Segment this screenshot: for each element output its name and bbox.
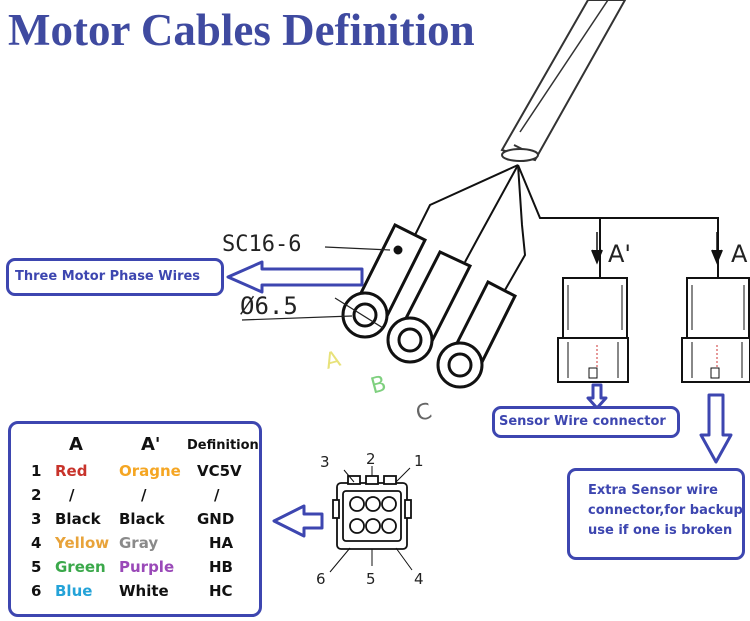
pin-number-2: 2 [366,450,376,468]
header-definition: Definition [187,438,259,453]
row-2-a-prime: / [141,486,147,504]
row-2-definition: / [214,486,220,504]
row-1-a-prime: Oragne [119,462,181,480]
row-6-a-prime: White [119,582,169,600]
extra-sensor-line-2: connector,for backup [588,503,743,518]
row-3-definition: GND [197,510,235,528]
row-2-a: / [69,486,75,504]
row-4-a-prime: Gray [119,534,159,552]
row-5-a: Green [55,558,106,576]
row-1-a: Red [55,462,88,480]
ring-lug-c [436,279,518,389]
sensor-connector-callout: Sensor Wire connector [492,406,680,438]
row-4-a: Yellow [55,534,110,552]
pin-number-1: 1 [414,452,424,470]
row-6-pin: 6 [31,582,42,600]
sensor-connector-arrow [586,383,608,410]
pin-number-6: 6 [316,570,326,588]
row-3-a-prime: Black [119,510,165,528]
extra-sensor-line-1: Extra Sensor wire [588,483,718,498]
lug-spec-label: SC16-6 [222,232,301,257]
pin-number-5: 5 [366,570,376,588]
ring-lug-a [341,222,428,339]
pin-number-3: 3 [320,453,330,471]
connector-face [329,466,413,573]
sensor-a-prime-label: A' [608,240,631,268]
row-4-definition: HA [209,534,234,552]
extra-sensor-line-3: use if one is broken [588,523,733,538]
pin-table-arrow [272,504,324,538]
phase-a-label: A [322,347,343,375]
dimension-lines [241,246,391,329]
extra-sensor-callout: Extra Sensor wire connector,for backup u… [567,468,745,560]
sensor-a-label: A [731,240,748,268]
row-1-pin: 1 [31,462,42,480]
pin-number-4: 4 [414,570,424,588]
sensor-connector-a-prime [557,232,629,383]
row-3-a: Black [55,510,101,528]
row-5-pin: 5 [31,558,42,576]
ring-lug-b [386,250,473,364]
header-a: A [69,434,83,455]
row-6-definition: HC [209,582,233,600]
main-cable [500,0,627,162]
header-a-prime: A' [141,434,161,455]
sensor-connector-a [681,232,750,383]
row-2-pin: 2 [31,486,42,504]
phase-c-label: C [413,399,434,427]
diameter-label: Ø6.5 [240,292,298,320]
row-4-pin: 4 [31,534,42,552]
row-3-pin: 3 [31,510,42,528]
row-1-definition: VC5V [197,462,242,480]
row-5-definition: HB [209,558,233,576]
phase-b-label: B [368,371,389,399]
page-title: Motor Cables Definition [8,5,475,55]
row-6-a: Blue [55,582,93,600]
phase-wires-callout: Three Motor Phase Wires [6,258,224,296]
extra-sensor-arrow [699,393,733,464]
row-5-a-prime: Purple [119,558,175,576]
pin-definition-table: A A' Definition 1 Red Oragne VC5V 2 / / … [8,421,262,617]
phase-wires-arrow [226,260,364,294]
